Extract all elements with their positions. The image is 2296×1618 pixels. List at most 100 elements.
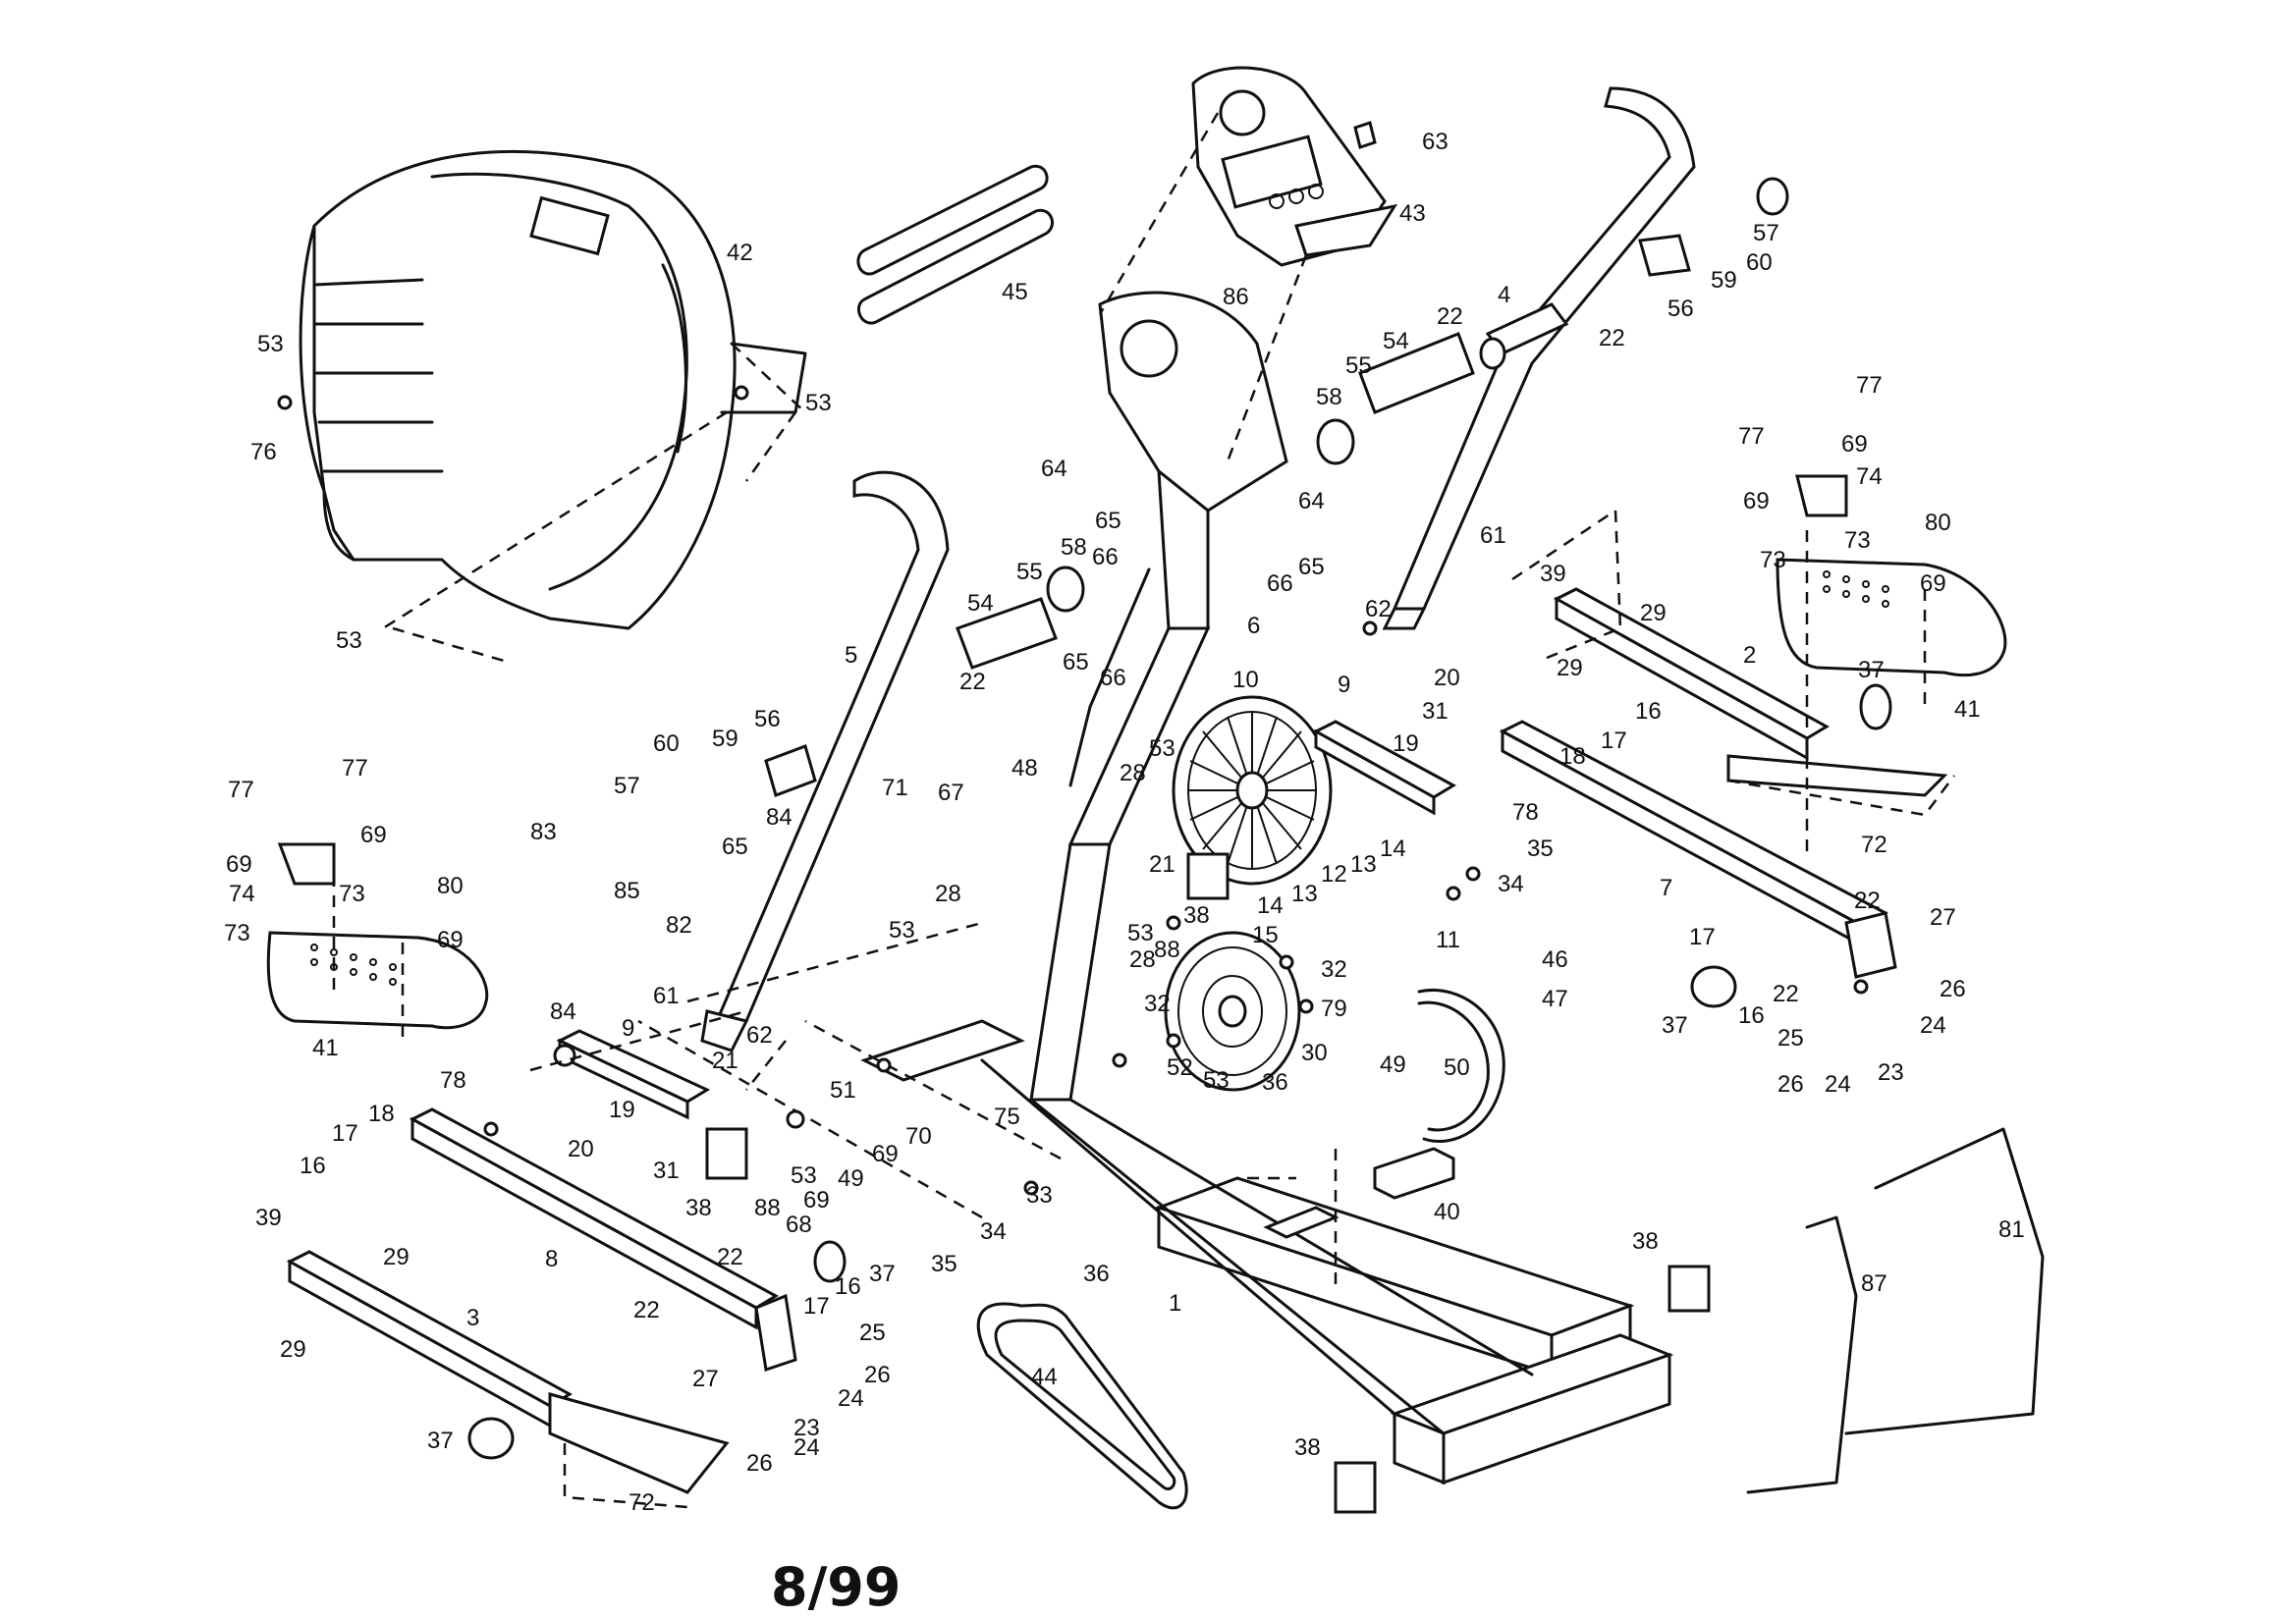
label-18b: 18 xyxy=(368,1101,395,1127)
label-21a: 21 xyxy=(1149,851,1175,878)
label-85: 85 xyxy=(614,878,640,904)
label-51: 51 xyxy=(830,1077,856,1104)
arm-8 xyxy=(409,1107,797,1372)
label-56b: 56 xyxy=(754,706,781,732)
label-62b: 62 xyxy=(746,1022,773,1049)
label-58a: 58 xyxy=(1316,384,1342,410)
label-46: 46 xyxy=(1542,946,1568,973)
label-68: 68 xyxy=(786,1212,812,1238)
label-11: 11 xyxy=(1436,927,1460,953)
flywheel-pulley xyxy=(1172,695,1333,886)
rollers xyxy=(467,683,1892,1460)
label-66c: 66 xyxy=(1100,665,1126,691)
label-65c: 65 xyxy=(1063,649,1089,675)
label-25b: 25 xyxy=(859,1320,886,1346)
label-23b: 23 xyxy=(793,1415,820,1441)
label-36a: 36 xyxy=(1262,1069,1288,1096)
label-31b: 31 xyxy=(653,1158,680,1184)
label-67: 67 xyxy=(938,780,964,806)
label-54b: 54 xyxy=(967,590,994,617)
label-73c: 73 xyxy=(224,920,250,946)
label-17a: 17 xyxy=(1601,728,1627,754)
label-2: 2 xyxy=(1743,642,1756,669)
left-handle xyxy=(700,470,950,1052)
label-76: 76 xyxy=(250,439,277,465)
label-56a: 56 xyxy=(1667,296,1694,322)
label-23a: 23 xyxy=(1878,1059,1904,1086)
label-55b: 55 xyxy=(1016,559,1043,585)
label-75: 75 xyxy=(994,1104,1020,1130)
label-34a: 34 xyxy=(1498,871,1524,897)
label-53e: 53 xyxy=(889,917,915,944)
label-29c: 29 xyxy=(383,1244,410,1270)
label-69h: 69 xyxy=(803,1187,830,1214)
label-26c: 26 xyxy=(864,1362,891,1388)
hardware xyxy=(277,385,1869,1196)
label-71: 71 xyxy=(882,775,908,801)
label-37c: 37 xyxy=(869,1261,896,1287)
handle-tubes xyxy=(856,164,1054,325)
label-86: 86 xyxy=(1223,284,1249,310)
label-50: 50 xyxy=(1444,1054,1470,1081)
label-24a: 24 xyxy=(1920,1012,1946,1039)
label-37b: 37 xyxy=(1662,1012,1688,1039)
date-code: 8/99 xyxy=(771,1556,902,1618)
label-61b: 61 xyxy=(653,983,680,1009)
label-60a: 60 xyxy=(1746,249,1773,276)
label-64b: 64 xyxy=(1298,488,1325,514)
label-74a: 74 xyxy=(1856,463,1883,490)
label-15: 15 xyxy=(1252,922,1279,948)
label-66a: 66 xyxy=(1092,544,1119,570)
label-63: 63 xyxy=(1422,129,1449,155)
label-80b: 80 xyxy=(437,873,464,899)
label-28c: 28 xyxy=(1129,946,1156,973)
label-29b: 29 xyxy=(1557,655,1583,681)
label-87: 87 xyxy=(1861,1270,1887,1297)
label-26d: 26 xyxy=(746,1450,773,1477)
label-24d: 24 xyxy=(793,1434,820,1461)
label-72b: 72 xyxy=(1861,832,1887,858)
label-69d: 69 xyxy=(360,822,387,848)
label-69a: 69 xyxy=(1841,431,1868,458)
label-19b: 19 xyxy=(609,1097,635,1123)
label-16d: 16 xyxy=(835,1273,861,1300)
shroud-cover xyxy=(299,149,807,665)
label-82: 82 xyxy=(666,912,692,939)
drive-belt xyxy=(976,1302,1188,1510)
label-24b: 24 xyxy=(1825,1071,1851,1098)
label-17c: 17 xyxy=(332,1120,358,1147)
label-17b: 17 xyxy=(1689,924,1716,950)
label-73d: 73 xyxy=(1760,547,1786,573)
label-27b: 27 xyxy=(692,1366,719,1392)
label-21b: 21 xyxy=(712,1048,738,1074)
arm-9-left xyxy=(553,1029,711,1120)
arm-7 xyxy=(1499,720,1897,979)
label-22b: 22 xyxy=(1599,325,1625,351)
label-48: 48 xyxy=(1011,755,1038,782)
label-77a: 77 xyxy=(1856,372,1883,399)
label-33: 33 xyxy=(1026,1182,1053,1209)
right-pedal xyxy=(1776,474,2007,677)
label-10: 10 xyxy=(1232,667,1259,693)
label-44: 44 xyxy=(1031,1364,1058,1390)
label-25a: 25 xyxy=(1777,1025,1804,1052)
label-79: 79 xyxy=(1321,996,1347,1022)
label-32a: 32 xyxy=(1321,956,1347,983)
label-9b: 9 xyxy=(1338,672,1350,698)
label-12: 12 xyxy=(1321,861,1347,888)
label-22c: 22 xyxy=(959,669,986,695)
label-16b: 16 xyxy=(1738,1002,1765,1029)
right-handle xyxy=(1382,86,1696,630)
label-39a: 39 xyxy=(1540,561,1566,587)
label-78a: 78 xyxy=(1512,799,1539,826)
label-77c: 77 xyxy=(342,755,368,782)
label-5: 5 xyxy=(845,642,857,669)
label-53h: 53 xyxy=(1203,1067,1230,1094)
label-78b: 78 xyxy=(440,1067,466,1094)
label-64a: 64 xyxy=(1041,456,1067,482)
label-6: 6 xyxy=(1247,613,1260,639)
label-14a: 14 xyxy=(1257,892,1284,919)
label-19a: 19 xyxy=(1393,730,1419,757)
label-42: 42 xyxy=(727,240,753,266)
